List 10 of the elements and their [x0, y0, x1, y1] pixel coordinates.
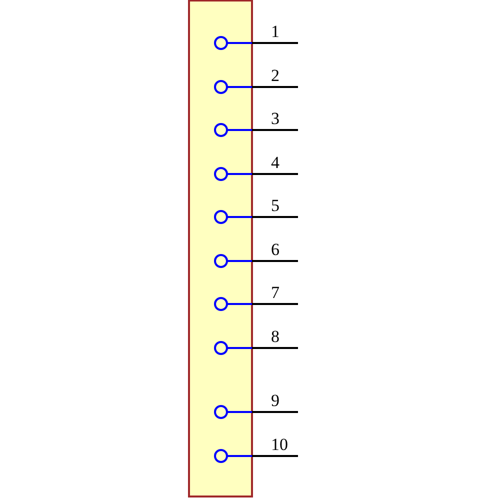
pin-number: 6: [271, 241, 280, 259]
pin-number: 10: [271, 436, 288, 454]
pin-number: 4: [271, 154, 280, 172]
pin-number: 1: [271, 23, 280, 41]
pin-number: 7: [271, 284, 280, 302]
pin-number: 5: [271, 197, 280, 215]
pin-number: 2: [271, 67, 280, 85]
pin-number: 9: [271, 392, 280, 410]
pin-number: 3: [271, 110, 280, 128]
pin-number: 8: [271, 328, 280, 346]
